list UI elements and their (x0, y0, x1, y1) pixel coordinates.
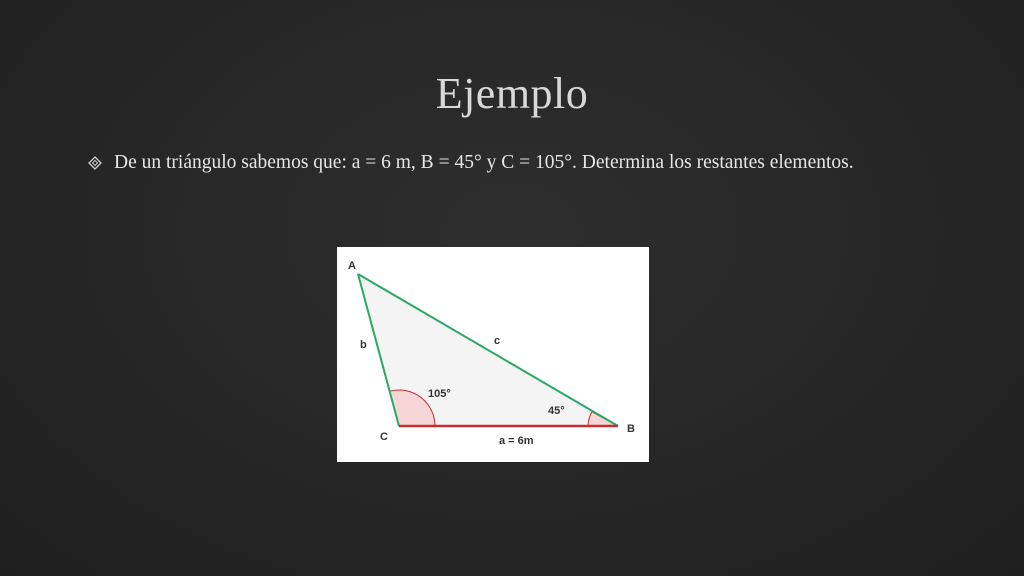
bullet-text: De un triángulo sabemos que: a = 6 m, B … (114, 152, 854, 173)
angle-c-arc (389, 389, 436, 427)
diamond-bullet-icon (88, 156, 102, 170)
triangle-diagram: A B C b c a = 6m 105° 45° (348, 260, 635, 447)
vertex-c-label: C (380, 431, 388, 443)
side-c-line (357, 273, 619, 427)
triangle-figure: A B C b c a = 6m 105° 45° (337, 247, 649, 462)
side-a-label: a = 6m (499, 435, 534, 447)
side-b-label: b (360, 339, 367, 351)
slide-title: Ejemplo (435, 69, 589, 118)
vertex-a-label: A (348, 260, 356, 272)
angle-c-label: 105° (428, 388, 451, 400)
angle-b-label: 45° (548, 405, 565, 417)
vertex-b-label: B (627, 423, 635, 435)
side-b-line (357, 273, 400, 427)
side-c-label: c (494, 335, 500, 347)
